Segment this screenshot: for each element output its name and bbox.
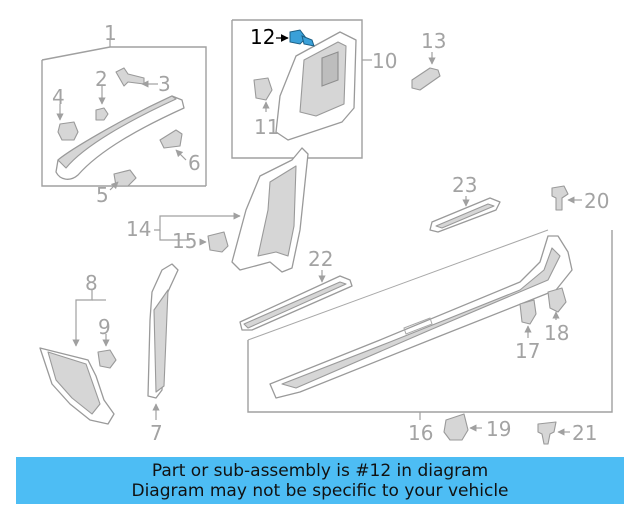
- part-19-clip: [443, 413, 469, 441]
- part-5-clip: [113, 169, 137, 187]
- part-18-clip: [547, 287, 567, 313]
- group-16-frame: [247, 229, 613, 420]
- parts-diagram: 1 2 3 4 5 6 7 8 9 10 11 12 13 14 15 16 1…: [39, 19, 613, 445]
- callout-1: 1: [104, 21, 117, 45]
- part-6-cover: [159, 129, 183, 149]
- part-17-clip: [519, 299, 537, 325]
- part-12-screw: [289, 29, 315, 47]
- callout-3: 3: [158, 72, 171, 96]
- part-13-bracket: [411, 67, 441, 91]
- callout-22: 22: [308, 247, 333, 271]
- callout-9: 9: [98, 315, 111, 339]
- part-3-bolt: [115, 67, 145, 87]
- callout-7: 7: [150, 421, 163, 445]
- callout-5: 5: [96, 183, 109, 207]
- callout-14: 14: [126, 217, 151, 241]
- callout-10: 10: [372, 49, 397, 73]
- part-11-clip: [253, 77, 273, 101]
- callout-20: 20: [584, 189, 609, 213]
- callout-6: 6: [188, 151, 201, 175]
- part-15-clip: [207, 231, 229, 253]
- callout-13: 13: [421, 29, 446, 53]
- callout-18: 18: [544, 321, 569, 345]
- part-16-sill-trim: [269, 235, 573, 399]
- part-4-clip: [57, 121, 79, 141]
- callout-15: 15: [172, 229, 197, 253]
- banner-line-1: Part or sub-assembly is #12 in diagram: [151, 461, 489, 481]
- callout-11: 11: [254, 115, 279, 139]
- callout-12: 12: [250, 25, 275, 49]
- group-10-frame: [231, 19, 372, 159]
- callout-23: 23: [452, 173, 477, 197]
- callout-4: 4: [52, 85, 65, 109]
- callout-19: 19: [486, 417, 511, 441]
- part-2-screw: [95, 107, 109, 121]
- info-banner: Part or sub-assembly is #12 in diagram D…: [16, 457, 624, 504]
- callout-8: 8: [85, 271, 98, 295]
- callout-21: 21: [572, 421, 597, 445]
- callout-16: 16: [408, 421, 433, 445]
- group-1-frame: [41, 40, 207, 187]
- callout-17: 17: [515, 339, 540, 363]
- part-21-push-pin: [537, 421, 557, 445]
- banner-line-2: Diagram may not be specific to your vehi…: [131, 481, 509, 501]
- part-20-screw: [551, 185, 569, 211]
- part-9-clip: [97, 349, 117, 369]
- callout-2: 2: [95, 67, 108, 91]
